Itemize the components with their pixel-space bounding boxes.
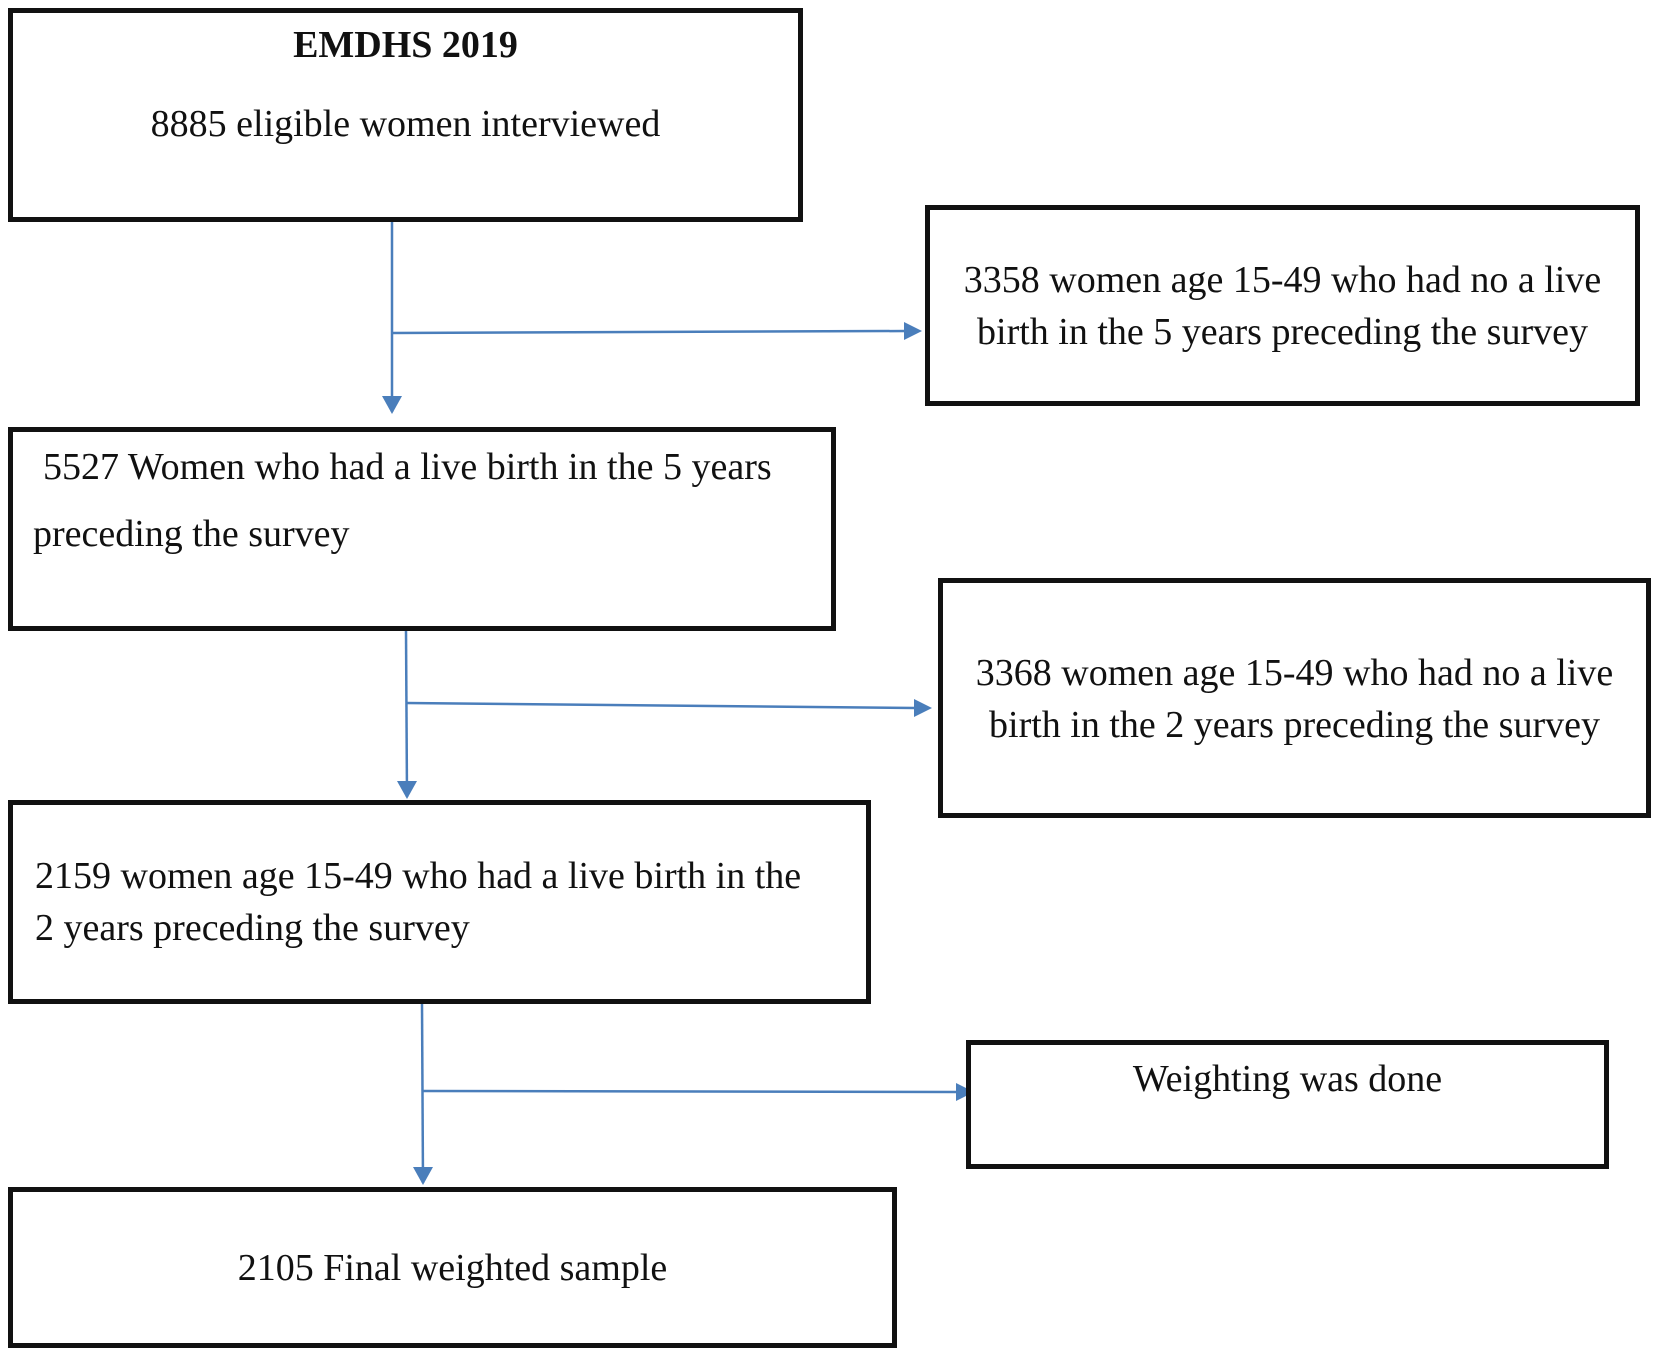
source-count-text: 8885 eligible women interviewed (150, 103, 661, 145)
excluded-1-line2: birth in the 5 years preceding the surve… (977, 311, 1588, 353)
step-1-line1: 5527 Women who had a live birth in the 5… (43, 446, 772, 488)
step-2-line2: 2 years preceding the survey (35, 907, 470, 949)
source-box (8, 8, 803, 222)
arrowhead-excluded-1 (904, 322, 922, 340)
step-2-box (8, 800, 871, 1004)
excluded-2-line1: 3368 women age 15-49 who had no a live (975, 652, 1614, 694)
arrowhead-excluded-2 (914, 699, 932, 717)
arrow-to-excluded-1 (391, 329, 907, 335)
source-title: EMDHS 2019 (293, 24, 518, 66)
weighting-box (966, 1040, 1609, 1169)
final-box (8, 1187, 897, 1348)
arrow-to-excluded-2 (405, 701, 917, 710)
step-2-line1: 2159 women age 15-49 who had a live birt… (35, 855, 802, 897)
arrowhead-step2 (397, 781, 417, 799)
step-1-line2: preceding the survey (33, 513, 350, 555)
excluded-1-line1: 3358 women age 15-49 who had no a live (963, 259, 1602, 301)
arrow-step1-to-step2 (404, 630, 409, 798)
excluded-2-box (938, 578, 1651, 818)
final-text: 2105 Final weighted sample (237, 1247, 668, 1289)
arrowhead-weighting (956, 1083, 974, 1101)
weighting-text: Weighting was done (1132, 1058, 1443, 1100)
excluded-1-box (925, 205, 1640, 406)
arrow-to-weighting (421, 1089, 959, 1094)
arrowhead-final (413, 1167, 433, 1185)
arrowhead-step1 (382, 396, 402, 414)
arrow-step2-to-final (420, 1003, 425, 1184)
step-1-box (8, 427, 836, 631)
excluded-2-line2: birth in the 2 years preceding the surve… (989, 704, 1600, 746)
